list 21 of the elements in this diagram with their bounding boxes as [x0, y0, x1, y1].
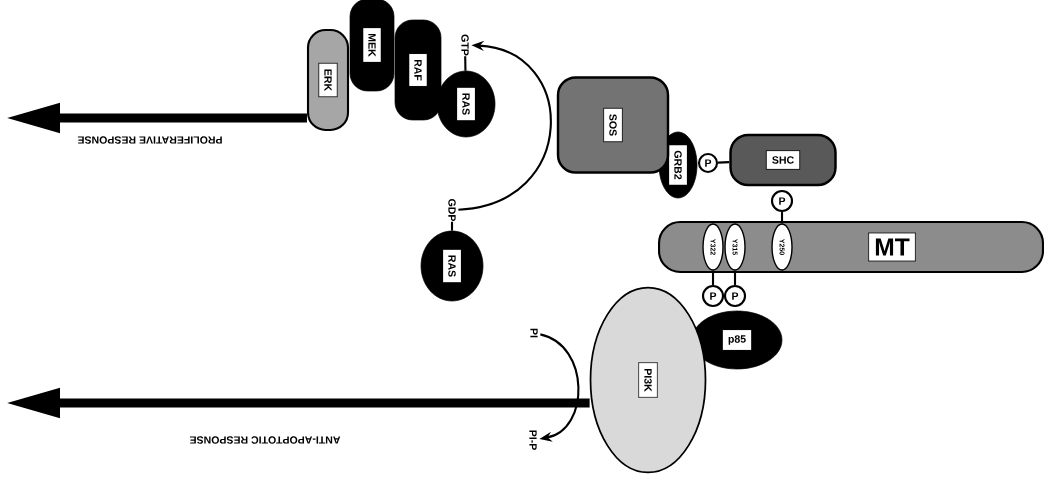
- molecule-label: PI: [530, 328, 538, 338]
- connector-line: [733, 270, 737, 285]
- protein-oval: p85: [691, 310, 783, 370]
- connector-line: [780, 212, 784, 224]
- protein-box: RAF: [394, 19, 442, 121]
- connector-line: [450, 221, 454, 231]
- connector-line: [711, 270, 715, 285]
- molecule-label: GDP: [448, 199, 456, 222]
- protein-box: ERK: [306, 28, 350, 132]
- protein-oval: PI3K: [589, 286, 707, 474]
- molecule-label: PI-P: [529, 430, 537, 450]
- response-label: ANTI-APOPTOTIC RESPONSE: [189, 436, 341, 444]
- protein-box: SOS: [556, 76, 670, 174]
- connector-line: [464, 56, 467, 71]
- response-label: PROLIFERATIVE RESPONSE: [77, 136, 222, 144]
- protein-oval: RAS: [436, 70, 496, 138]
- molecule-label: GTP: [461, 34, 469, 56]
- protein-box: SHC: [729, 133, 837, 187]
- connector-line: [718, 161, 730, 164]
- protein-box: MEK: [349, 0, 395, 92]
- protein-oval: RAS: [420, 230, 484, 302]
